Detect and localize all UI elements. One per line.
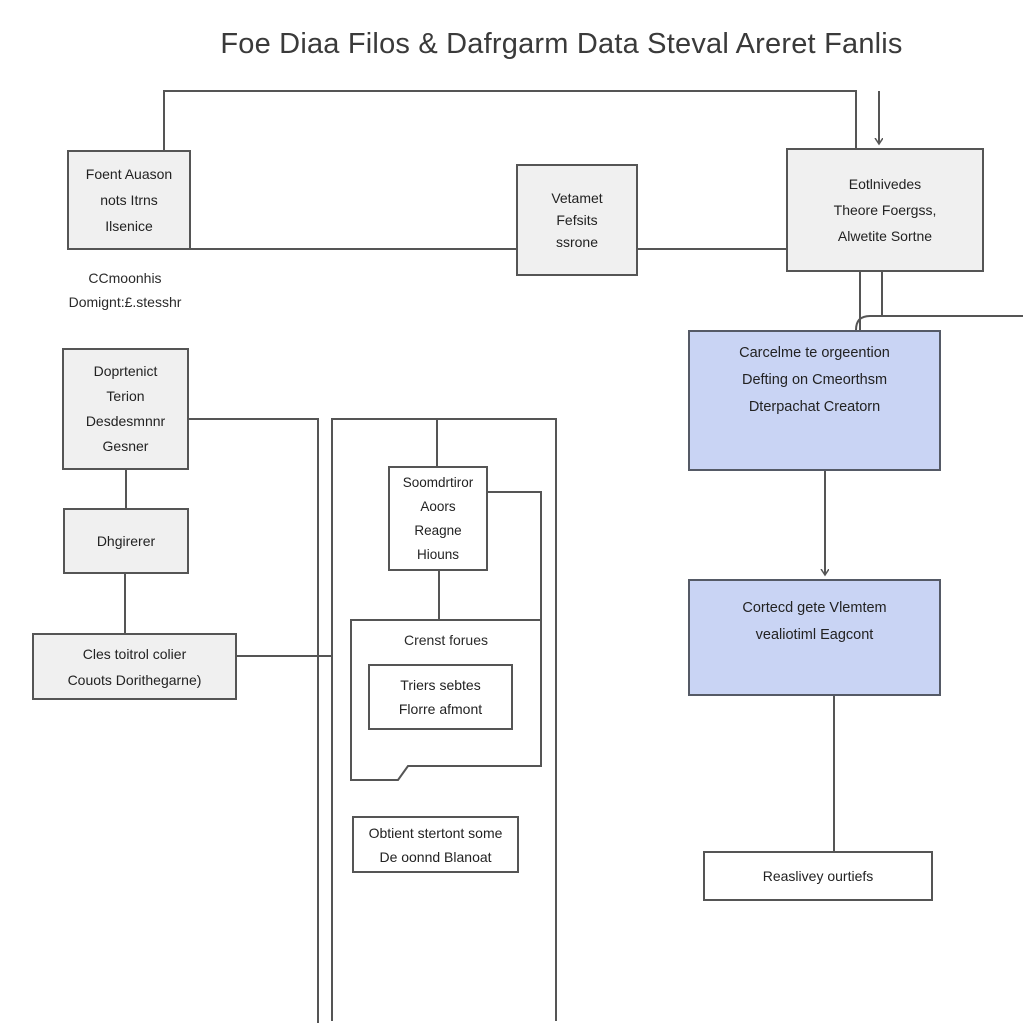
middle-container [331,418,557,1021]
node-line: Foent Auason [85,166,173,182]
node-line: Obtient stertont some [368,824,503,841]
node-line: Ilsenice [105,218,153,234]
node-mid-inner[interactable]: Triers sebtes Florre afmont [368,664,513,730]
node-line: Defting on Cmeorthsm [741,372,888,388]
node-mid-1[interactable]: Soomdrtiror Aoors Reagne Hiouns [388,466,488,571]
side-label: CCmoonhis Domignt:£.stesshr [55,266,195,314]
node-line: Carcelme te orgeention [739,345,890,361]
node-line: Soomdrtiror [402,474,474,490]
node-line: Cortecd gete Vlemtem [742,600,887,616]
node-line: Triers sebtes [400,677,481,693]
node-mid-bottom[interactable]: Obtient stertont some De oonnd Blanoat [352,816,519,873]
node-line: Dhgirerer [96,533,156,549]
node-top-left[interactable]: Foent Auason nots Itrns Ilsenice [67,150,191,250]
diagram-title: Foe Diaa Filos & Dafrgarm Data Steval Ar… [220,28,903,60]
node-line: Cles toitrol colier [82,645,187,662]
node-line: Florre afmont [398,701,483,717]
node-line: Aoors [420,498,456,514]
node-line: Reaslivey ourtiefs [762,868,874,884]
node-line: vealiotiml Eagcont [755,627,874,643]
node-line: Fefsits [556,212,598,228]
node-top-right[interactable]: Eotlnivedes Theore Foergss, Alwetite Sor… [786,148,984,272]
node-line: ssrone [555,234,599,250]
node-line: De oonnd Blanoat [379,848,492,865]
node-line: Hiouns [416,546,460,562]
node-line: Couots Dorithegarne) [67,671,202,688]
node-line: Dterpachat Creatorn [748,399,881,415]
connector-right-exit [855,315,1023,331]
connector-top-loop [163,90,857,150]
node-right-3[interactable]: Reaslivey ourtiefs [703,851,933,901]
side-label-line: CCmoonhis [88,270,162,286]
node-line: Vetamet [551,190,603,206]
node-left-2[interactable]: Dhgirerer [63,508,189,574]
node-line: Reagne [414,522,462,538]
mid-group-frame [350,619,542,781]
node-line: Theore Foergss, [833,202,937,218]
node-left-3[interactable]: Cles toitrol colier Couots Dorithegarne) [32,633,237,700]
node-right-1[interactable]: Carcelme te orgeention Defting on Cmeort… [688,330,941,471]
node-line: Doprtenict [93,363,158,379]
node-line: Eotlnivedes [848,176,922,192]
connector-left1-bus [188,418,319,1023]
node-line: Gesner [102,438,149,454]
node-top-mid[interactable]: Vetamet Fefsits ssrone [516,164,638,276]
node-line: Alwetite Sortne [837,228,933,244]
mid-group-label: Crenst forues [403,632,489,648]
node-line: Terion [106,388,145,404]
node-right-2[interactable]: Cortecd gete Vlemtem vealiotiml Eagcont [688,579,941,696]
side-label-line: Domignt:£.stesshr [68,294,182,310]
node-line: Desdesmnnr [85,413,166,429]
node-line: nots Itrns [100,192,158,208]
node-left-1[interactable]: Doprtenict Terion Desdesmnnr Gesner [62,348,189,470]
